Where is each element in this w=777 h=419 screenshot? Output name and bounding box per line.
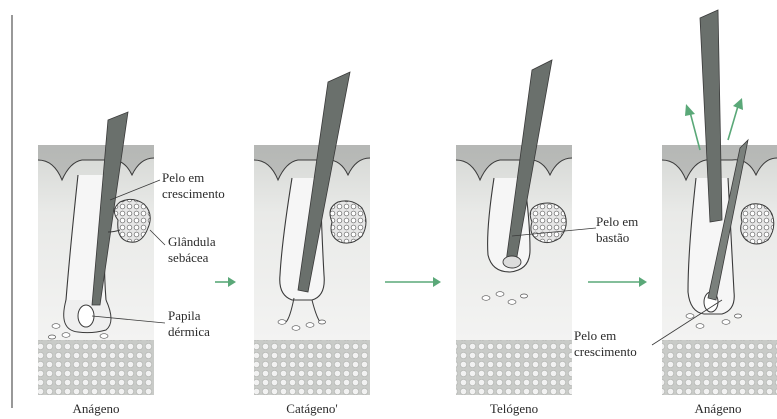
panel-anagen-1 bbox=[38, 112, 165, 395]
label-growing-hair-line2: crescimento bbox=[162, 186, 225, 202]
label-growing-hair2-line1: Pelo em bbox=[574, 328, 616, 344]
label-club-hair-line2: bastão bbox=[596, 230, 629, 246]
stage-caption-anagen-1: Anágeno bbox=[73, 401, 120, 417]
fat-layer bbox=[38, 340, 154, 395]
stage-caption-anagen-2: Anágeno bbox=[695, 401, 742, 417]
label-sebaceous-line1: Glândula bbox=[168, 234, 216, 250]
label-club-hair-line1: Pelo em bbox=[596, 214, 638, 230]
panel-catagen bbox=[254, 72, 370, 395]
label-sebaceous-line2: sebácea bbox=[168, 250, 208, 266]
label-papilla-line1: Papila bbox=[168, 308, 201, 324]
stage-caption-telogen: Telógeno bbox=[490, 401, 538, 417]
stage-caption-catagen: Catágeno' bbox=[286, 401, 337, 417]
panel-anagen-2 bbox=[652, 10, 777, 395]
label-papilla-line2: dérmica bbox=[168, 324, 210, 340]
label-growing-hair-line1: Pelo em bbox=[162, 170, 204, 186]
label-growing-hair2-line2: crescimento bbox=[574, 344, 637, 360]
